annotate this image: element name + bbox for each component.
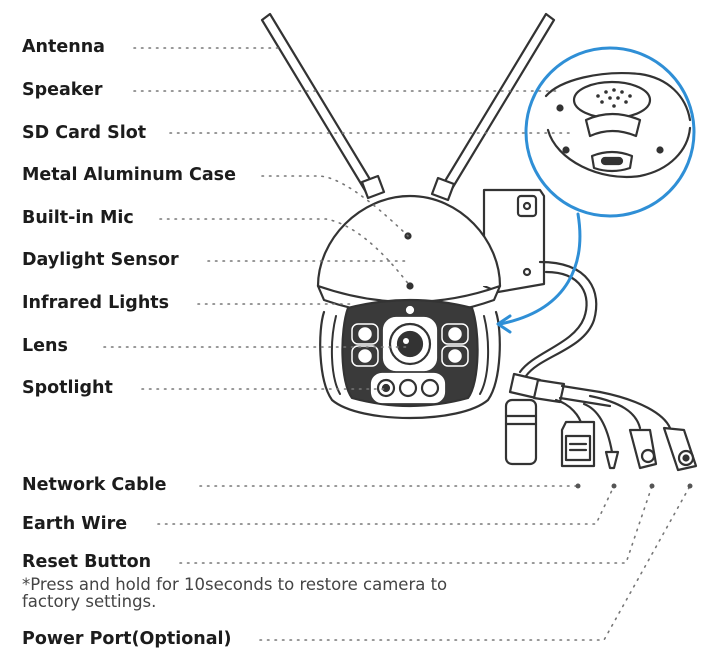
spotlight: [370, 372, 446, 404]
waterproof-cap: [504, 398, 538, 466]
ir-light-left-top: [351, 323, 379, 345]
earth-wire: [582, 402, 620, 470]
label-lens: Lens: [22, 336, 68, 356]
end-dot-power: [687, 483, 693, 489]
label-speaker: Speaker: [22, 80, 103, 100]
ir-light-left-bottom: [351, 345, 379, 367]
leader-metal-case: [261, 175, 409, 237]
ir-dot-right-top: [448, 327, 462, 341]
label-network-cable: Network Cable: [22, 475, 167, 495]
leader-earth-wire: [157, 485, 615, 525]
daylight-sensor-dot: [405, 305, 415, 315]
ir-light-right-bottom: [441, 345, 469, 367]
label-built-in-mic: Built-in Mic: [22, 208, 134, 228]
reset-note-line-2: factory settings.: [22, 592, 157, 611]
label-spotlight: Spotlight: [22, 378, 113, 398]
right-antenna: [430, 12, 556, 202]
ir-light-right-top: [441, 323, 469, 345]
reset-button-connector: [588, 394, 658, 470]
zoom-detail: [524, 46, 696, 218]
cable-hub: [508, 372, 612, 408]
ir-dot-right-bottom: [448, 349, 462, 363]
leader-reset-button: [179, 485, 653, 564]
reset-note-line-1: *Press and hold for 10seconds to restore…: [22, 575, 448, 594]
left-antenna: [260, 12, 386, 200]
ir-dot-left-bottom: [358, 349, 372, 363]
label-antenna: Antenna: [22, 37, 105, 57]
mic-marker: [406, 282, 414, 290]
label-metal-aluminum-case: Metal Aluminum Case: [22, 165, 236, 185]
label-reset-button: Reset Button: [22, 552, 152, 572]
label-daylight-sensor: Daylight Sensor: [22, 250, 179, 270]
power-port-connector: [598, 390, 698, 472]
lens: [382, 316, 438, 372]
end-dot-reset: [649, 483, 655, 489]
label-earth-wire: Earth Wire: [22, 514, 128, 534]
label-power-port: Power Port(Optional): [22, 629, 232, 649]
label-infrared-lights: Infrared Lights: [22, 293, 170, 313]
reset-note: *Press and hold for 10seconds to restore…: [22, 576, 447, 610]
label-sd-card-slot: SD Card Slot: [22, 123, 147, 143]
end-dot-network: [575, 483, 581, 489]
network-cable-connector: [554, 398, 596, 468]
end-dot-earth: [611, 483, 617, 489]
zoom-callout-arrow: [496, 212, 582, 334]
ir-dot-left-top: [358, 327, 372, 341]
leader-power-port: [259, 485, 691, 641]
